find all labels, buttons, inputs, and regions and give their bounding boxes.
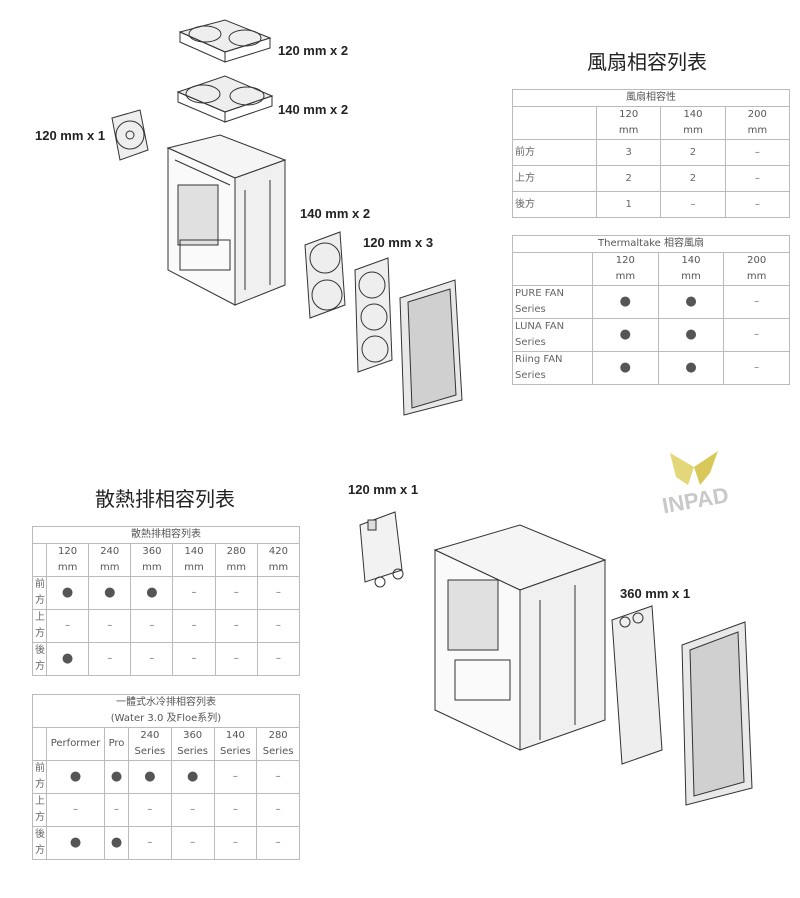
table-row: 後方 ● ● – – – – [32, 826, 300, 860]
table-row: 前方 ● ● ● ● – – [32, 760, 300, 794]
case-body-radiator [433, 524, 607, 751]
label-front-140-fans: 140 mm x 2 [300, 206, 371, 221]
top-140-fans [176, 75, 274, 123]
table-row: 後方 ● – – – – – [32, 642, 301, 676]
thermaltake-fan-caption: Thermaltake 相容風扇 [512, 235, 790, 253]
front-360-radiator [611, 605, 663, 765]
aio-radiator-table: 一體式水冷排相容列表(Water 3.0 及Floe系列) Performer … [32, 694, 300, 860]
inpad-logo: INPAD [660, 445, 750, 518]
radiator-section-title: 散熱排相容列表 [95, 487, 235, 511]
table-row: 上方 – – – – – – [32, 609, 301, 643]
table-row: 上方 – – – – – – [32, 793, 300, 827]
inpad-logo-mark: INPAD [660, 451, 730, 518]
table-row: 後方 1 – – [512, 191, 791, 218]
label-front-360-radiator: 360 mm x 1 [620, 586, 691, 601]
case-body [166, 134, 287, 306]
label-rear-120-radiator: 120 mm x 1 [348, 482, 419, 497]
rear-120-radiator [359, 511, 404, 588]
front-140-fans [304, 231, 346, 319]
label-top-140-fans: 140 mm x 2 [278, 102, 349, 117]
table-row: 前方 ● ● ● – – – [32, 576, 301, 610]
front-120-fans [354, 257, 393, 373]
top-120-fans [178, 19, 272, 63]
front-panel-radiator [681, 621, 753, 806]
radiator-exploded-diagram [359, 511, 753, 806]
aio-radiator-caption: 一體式水冷排相容列表(Water 3.0 及Floe系列) [32, 694, 300, 728]
label-front-120-fans: 120 mm x 3 [363, 235, 434, 250]
radiator-compat-caption: 散熱排相容列表 [32, 526, 300, 544]
label-rear-120-fan: 120 mm x 1 [35, 128, 106, 143]
fan-compat-caption: 風扇相容性 [512, 89, 790, 107]
fan-section-title: 風扇相容列表 [587, 50, 707, 74]
inpad-logo-text: INPAD [660, 482, 730, 515]
table-row: 上方 2 2 – [512, 165, 791, 192]
label-top-120-fans: 120 mm x 2 [278, 43, 349, 58]
table-row: 前方 3 2 – [512, 139, 791, 166]
fan-exploded-diagram [111, 19, 463, 416]
front-panel [399, 279, 463, 416]
rear-120-fan [111, 109, 149, 161]
